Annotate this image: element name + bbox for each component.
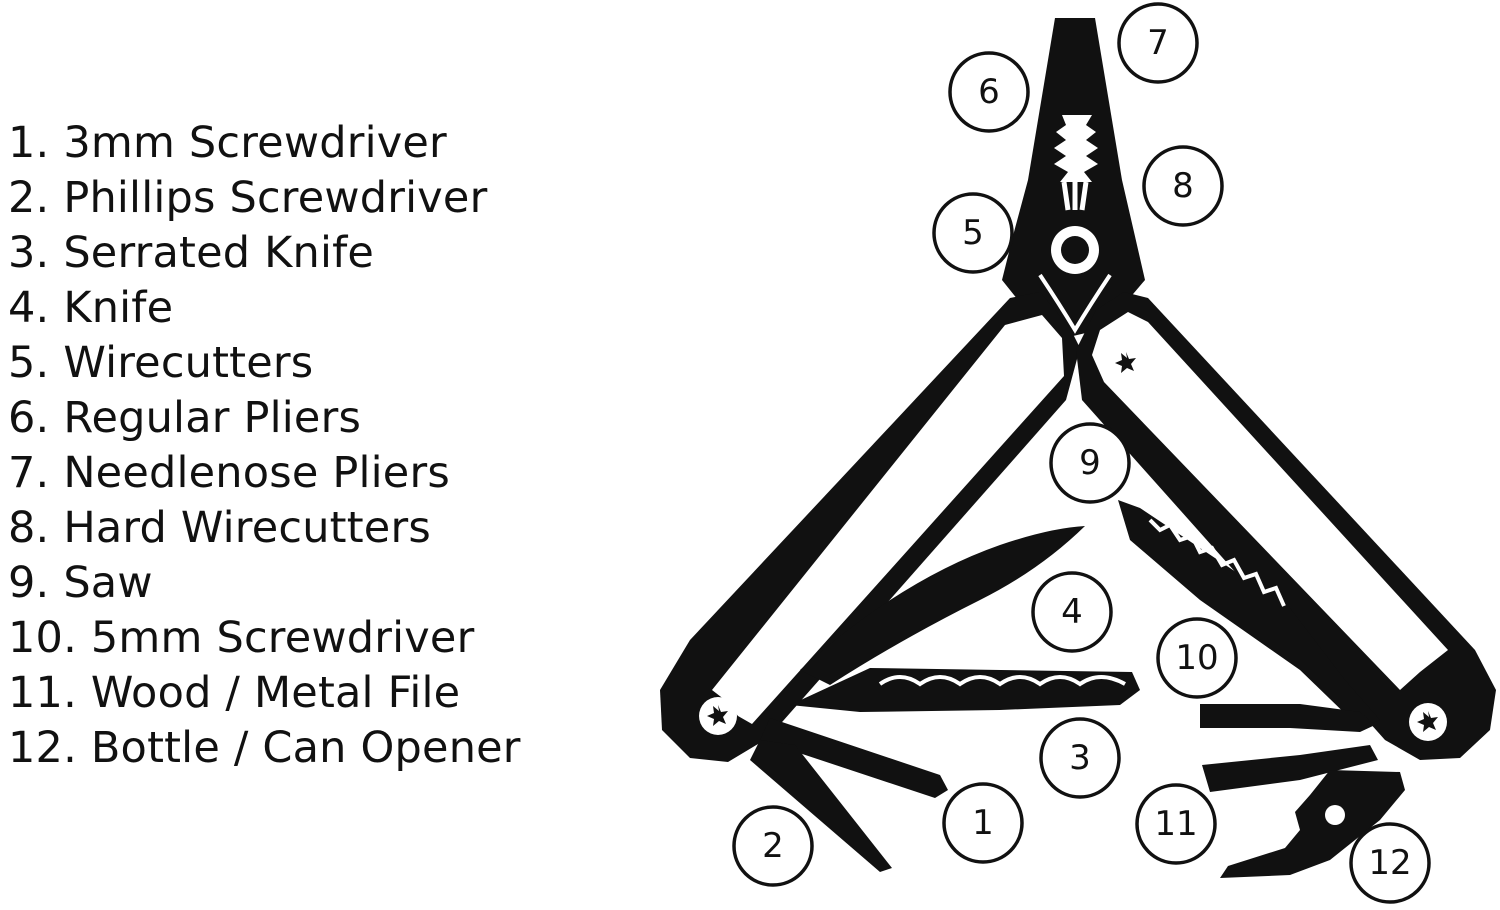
file-tool bbox=[1202, 745, 1378, 792]
legend-number: 1. bbox=[8, 118, 50, 168]
callout-number: 6 bbox=[978, 72, 1000, 112]
legend-label: Saw bbox=[63, 558, 153, 608]
legend-label: 5mm Screwdriver bbox=[90, 613, 475, 663]
legend-item: 10. 5mm Screwdriver bbox=[8, 611, 521, 666]
callout-number: 8 bbox=[1172, 166, 1194, 206]
legend-label: Phillips Screwdriver bbox=[63, 173, 488, 223]
legend-label: Serrated Knife bbox=[63, 228, 375, 278]
legend-item: 1. 3mm Screwdriver bbox=[8, 116, 521, 171]
callout-2: 2 bbox=[732, 805, 814, 887]
callout-number: 12 bbox=[1368, 843, 1411, 883]
left-tools bbox=[750, 526, 1140, 872]
legend-item: 2. Phillips Screwdriver bbox=[8, 171, 521, 226]
legend-item: 7. Needlenose Pliers bbox=[8, 446, 521, 501]
legend-item: 5. Wirecutters bbox=[8, 336, 521, 391]
legend-label: Wirecutters bbox=[63, 338, 314, 388]
legend-label: Regular Pliers bbox=[63, 393, 362, 443]
legend-label: Bottle / Can Opener bbox=[90, 723, 521, 773]
callout-number: 4 bbox=[1061, 592, 1083, 632]
tool-legend: 1. 3mm Screwdriver 2. Phillips Screwdriv… bbox=[8, 116, 521, 776]
callout-number: 7 bbox=[1147, 23, 1169, 63]
right-tools bbox=[1118, 500, 1405, 878]
callout-6: 6 bbox=[948, 51, 1030, 133]
right-handle bbox=[1076, 292, 1496, 760]
callout-number: 10 bbox=[1175, 638, 1218, 678]
plier-jaws bbox=[1002, 18, 1145, 336]
callout-number: 5 bbox=[962, 213, 984, 253]
callout-4: 4 bbox=[1031, 571, 1113, 653]
callout-number: 1 bbox=[972, 803, 994, 843]
3mm-screwdriver-bit bbox=[760, 718, 948, 798]
legend-item: 11. Wood / Metal File bbox=[8, 666, 521, 721]
legend-item: 3. Serrated Knife bbox=[8, 226, 521, 281]
callout-10: 10 bbox=[1156, 617, 1238, 699]
torx-screw-icon bbox=[1107, 344, 1145, 382]
callout-11: 11 bbox=[1135, 783, 1217, 865]
legend-item: 8. Hard Wirecutters bbox=[8, 501, 521, 556]
legend-number: 5. bbox=[8, 338, 50, 388]
legend-number: 10. bbox=[8, 613, 77, 663]
legend-label: Wood / Metal File bbox=[90, 668, 461, 718]
legend-number: 3. bbox=[8, 228, 50, 278]
5mm-screwdriver-bit bbox=[1200, 704, 1375, 732]
legend-number: 6. bbox=[8, 393, 50, 443]
callout-12: 12 bbox=[1349, 822, 1431, 904]
torx-screw-icon bbox=[1409, 703, 1447, 741]
callout-3: 3 bbox=[1039, 717, 1121, 799]
plier-serrations bbox=[1054, 115, 1098, 182]
left-handle bbox=[660, 292, 1080, 762]
callout-1: 1 bbox=[942, 782, 1024, 864]
legend-number: 4. bbox=[8, 283, 50, 333]
legend-label: Hard Wirecutters bbox=[63, 503, 431, 553]
phillips-screwdriver-bit bbox=[750, 740, 892, 872]
torx-screw-icon bbox=[699, 697, 737, 735]
legend-label: 3mm Screwdriver bbox=[63, 118, 447, 168]
callout-5: 5 bbox=[932, 192, 1014, 274]
legend-number: 8. bbox=[8, 503, 50, 553]
legend-item: 6. Regular Pliers bbox=[8, 391, 521, 446]
legend-item: 12. Bottle / Can Opener bbox=[8, 721, 521, 776]
legend-number: 9. bbox=[8, 558, 50, 608]
legend-item: 9. Saw bbox=[8, 556, 521, 611]
bottle-opener bbox=[1220, 770, 1405, 878]
callout-8: 8 bbox=[1142, 145, 1224, 227]
legend-number: 2. bbox=[8, 173, 50, 223]
knife-blade bbox=[800, 526, 1085, 685]
callout-9: 9 bbox=[1049, 422, 1131, 504]
callout-7: 7 bbox=[1117, 2, 1199, 84]
saw-blade bbox=[1118, 500, 1380, 728]
legend-number: 7. bbox=[8, 448, 50, 498]
legend-number: 12. bbox=[8, 723, 77, 773]
legend-number: 11. bbox=[8, 668, 77, 718]
callout-number: 2 bbox=[762, 826, 784, 866]
legend-item: 4. Knife bbox=[8, 281, 521, 336]
legend-label: Knife bbox=[63, 283, 174, 333]
callout-number: 11 bbox=[1154, 804, 1197, 844]
callout-number: 3 bbox=[1069, 738, 1091, 778]
legend-label: Needlenose Pliers bbox=[63, 448, 450, 498]
callout-number: 9 bbox=[1079, 443, 1101, 483]
